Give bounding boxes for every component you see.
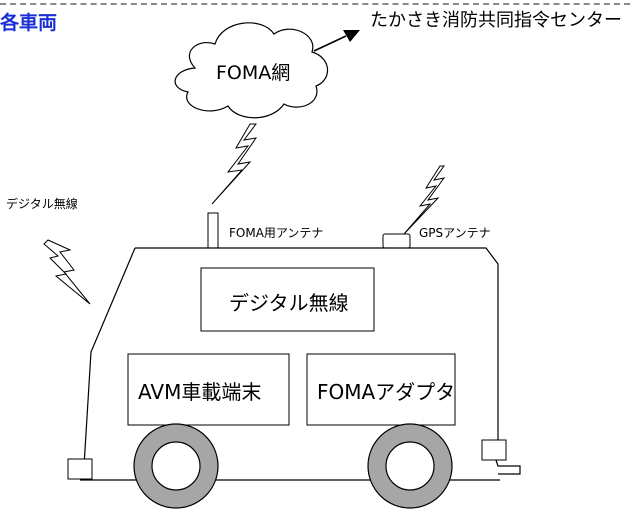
digital-radio-box	[200, 267, 375, 332]
page-title: 各車両	[0, 12, 58, 34]
uplink-arrow-head	[343, 30, 360, 42]
rear-wheel-hub	[385, 441, 435, 491]
cloud-label: FOMA網	[216, 62, 291, 84]
page-top-divider	[0, 3, 630, 5]
foma-antenna-label: FOMA用アンテナ	[229, 226, 324, 240]
digital-radio-box-label: デジタル無線	[229, 291, 349, 315]
foma-antenna	[207, 212, 219, 249]
foma-adapter-box	[306, 353, 456, 426]
avm-terminal-box	[127, 353, 290, 426]
gps-antenna-label: GPSアンテナ	[419, 226, 491, 240]
front-lamp	[67, 458, 93, 480]
vehicle-front	[68, 247, 136, 467]
avm-terminal-box-label: AVM車載端末	[138, 380, 262, 404]
foma-network-cloud	[174, 22, 329, 119]
destination-label: たかさき消防共同指令センター	[370, 10, 622, 31]
gps-antenna	[382, 233, 411, 249]
front-wheel-hub	[151, 441, 201, 491]
vehicle-body	[135, 247, 499, 440]
rear-lamp	[481, 439, 507, 461]
foma-adapter-box-label: FOMAアダプタ	[317, 380, 456, 404]
foma-signal-bolt	[211, 123, 258, 205]
uplink-arrow-line	[313, 35, 347, 52]
gps-signal-bolt	[403, 165, 446, 235]
rear-bumper	[495, 459, 521, 475]
external-radio-label: デジタル無線	[6, 197, 78, 211]
radio-signal-bolt	[43, 239, 91, 305]
